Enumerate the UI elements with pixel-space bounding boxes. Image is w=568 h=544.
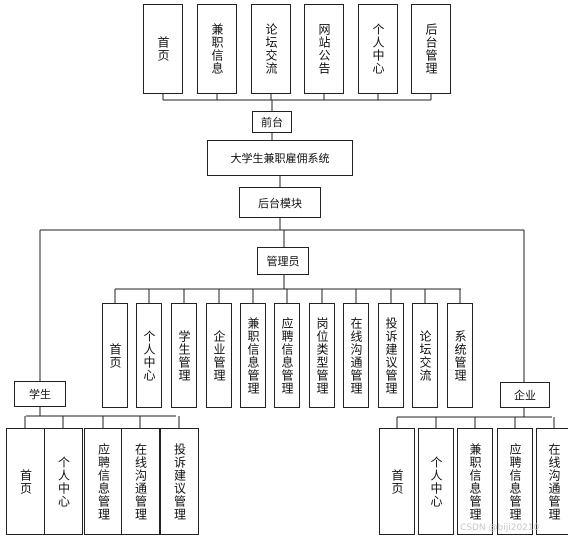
backend-box-label: 后台模块: [258, 196, 302, 210]
top-nav-item-0: 首页: [143, 4, 183, 94]
admin-item-0-label: 首页: [108, 342, 122, 369]
student-item-2-label: 应聘信息管理: [96, 442, 111, 521]
student-item-3-label: 在线沟通管理: [133, 442, 148, 521]
admin-item-2-label: 学生管理: [177, 329, 191, 382]
system-box: 大学生兼职雇佣系统: [207, 140, 353, 176]
admin-box: 管理员: [257, 247, 309, 275]
top-nav-item-3: 网站公告: [304, 4, 344, 94]
admin-item-8: 投诉建议管理: [378, 303, 404, 408]
admin-item-7: 在线沟通管理: [343, 303, 369, 408]
admin-item-5: 应聘信息管理: [274, 303, 300, 408]
admin-item-2: 学生管理: [171, 303, 197, 408]
student-item-0-label: 首页: [18, 468, 33, 495]
admin-item-6-label: 岗位类型管理: [315, 316, 329, 395]
admin-item-5-label: 应聘信息管理: [280, 316, 294, 395]
admin-box-label: 管理员: [266, 255, 300, 268]
company-item-1: 个人中心: [418, 428, 454, 535]
company-item-4-label: 在线沟通管理: [547, 442, 561, 521]
company-box: 企业: [500, 382, 550, 408]
system-box-label: 大学生兼职雇佣系统: [230, 152, 330, 165]
student-item-4-label: 投诉建议管理: [172, 442, 187, 521]
company-item-0-label: 首页: [390, 468, 404, 495]
top-nav-item-2-label: 论坛交流: [264, 23, 278, 75]
admin-item-10-label: 系统管理: [453, 329, 467, 382]
company-item-4: 在线沟通管理: [536, 428, 568, 535]
admin-item-3: 企业管理: [206, 303, 232, 408]
admin-item-7-label: 在线沟通管理: [349, 316, 363, 395]
student-item-1: 个人中心: [44, 428, 83, 535]
student-item-3: 在线沟通管理: [121, 428, 160, 535]
company-item-0: 首页: [379, 428, 415, 535]
company-item-2: 兼职信息管理: [457, 428, 493, 535]
admin-item-4: 兼职信息管理: [240, 303, 266, 408]
admin-item-4-label: 兼职信息管理: [246, 316, 260, 395]
admin-item-0: 首页: [102, 303, 128, 408]
company-item-1-label: 个人中心: [429, 455, 443, 508]
top-nav-item-4-label: 个人中心: [371, 23, 385, 75]
admin-item-1: 个人中心: [136, 303, 162, 408]
student-item-2: 应聘信息管理: [84, 428, 123, 535]
student-item-1-label: 个人中心: [56, 455, 71, 508]
backend-box: 后台模块: [239, 187, 321, 218]
company-box-label: 企业: [514, 389, 536, 402]
watermark: CSDN @biji20210: [460, 523, 540, 533]
top-nav-item-2: 论坛交流: [251, 4, 291, 94]
top-nav-item-4: 个人中心: [358, 4, 398, 94]
admin-item-1-label: 个人中心: [142, 329, 156, 382]
admin-item-3-label: 企业管理: [212, 329, 226, 382]
company-item-3: 应聘信息管理: [497, 428, 533, 535]
company-item-3-label: 应聘信息管理: [508, 442, 522, 521]
student-item-0: 首页: [6, 428, 45, 535]
top-nav-item-5: 后台管理: [411, 4, 451, 94]
top-nav-item-0-label: 首页: [156, 36, 170, 62]
front-box: 前台: [252, 111, 292, 133]
top-nav-item-1: 兼职信息: [197, 4, 237, 94]
admin-item-9: 论坛交流: [412, 303, 438, 408]
student-item-4: 投诉建议管理: [160, 428, 199, 535]
admin-item-8-label: 投诉建议管理: [384, 316, 398, 395]
company-item-2-label: 兼职信息管理: [468, 442, 482, 521]
admin-item-10: 系统管理: [447, 303, 473, 408]
top-nav-item-5-label: 后台管理: [424, 23, 438, 75]
top-nav-item-1-label: 兼职信息: [210, 23, 224, 75]
top-nav-item-3-label: 网站公告: [317, 23, 331, 75]
admin-item-6: 岗位类型管理: [309, 303, 335, 408]
admin-item-9-label: 论坛交流: [418, 329, 432, 382]
front-box-label: 前台: [261, 116, 283, 129]
student-box: 学生: [14, 381, 66, 407]
student-box-label: 学生: [29, 388, 51, 401]
